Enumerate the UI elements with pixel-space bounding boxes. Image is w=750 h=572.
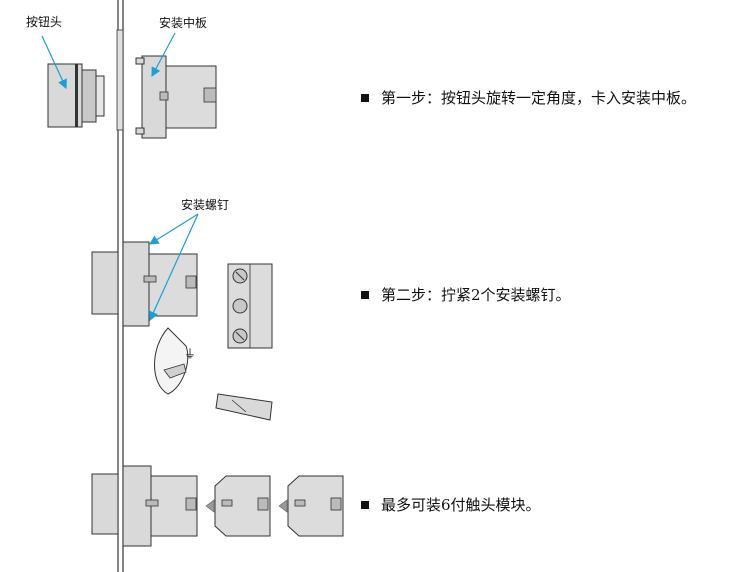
step-1-label: 第一步：按钮头旋转一定角度，卡入安装中板。 [381,89,697,107]
label-button-head: 按钮头 [26,14,62,29]
button-head [47,63,105,128]
assembled-button [91,241,198,327]
step-2-text: 第二步：拧紧2个安装螺钉。 [361,286,571,304]
screwdriver-detail: ⏚ [154,327,196,395]
step-2-label: 第二步：拧紧2个安装螺钉。 [381,286,571,304]
bullet-icon [361,501,369,509]
bullet-icon [361,94,369,102]
step-3-text: 最多可装6付触头模块。 [361,496,541,514]
ground-symbol-icon: ⏚ [184,347,196,361]
screwdriver-icon [215,393,273,421]
contact-module-2 [287,475,344,537]
step-1-text: 第一步：按钮头旋转一定角度，卡入安装中板。 [361,89,696,107]
label-mounting-screws: 安装螺钉 [181,197,229,212]
arrow-screw-bottom [149,213,199,322]
arrow-screw-top [148,213,199,245]
arrow-button-head [41,35,67,90]
contact-module-1 [214,475,271,537]
assembly-with-modules [91,465,198,547]
label-mounting-plate: 安装中板 [159,15,207,30]
mounting-plate [116,29,217,139]
contact-block-front-view [227,263,273,349]
step-3-label: 最多可装6付触头模块。 [381,496,541,514]
bullet-icon [361,291,369,299]
arrow-mounting-plate [151,32,176,78]
module-arrows [205,499,288,513]
